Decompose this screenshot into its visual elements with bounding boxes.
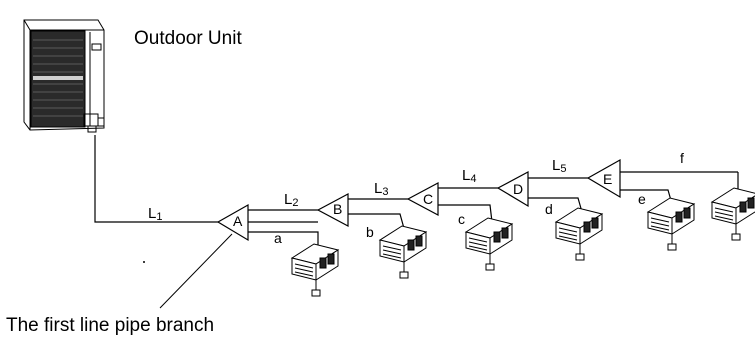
segment-label-L2: L2 [284,191,298,209]
branch-joint-A: A [216,203,249,242]
pipe-label-b: b [366,224,374,240]
pipe-label-a: a [274,230,282,246]
joint-label-B: B [333,201,342,217]
branch-joint-C: C [406,182,439,216]
pipe-label-c: c [458,211,465,227]
indoor-unit-a [291,243,339,297]
segment-label-L4: L4 [462,167,476,185]
segment-label-L3: L3 [374,180,388,198]
pipe-d [528,197,583,213]
pipe-a [248,231,319,250]
segment-label-L1: L1 [148,205,162,223]
branch-joint-E: E [586,158,621,199]
branch-joint-B: B [316,193,349,227]
pipe-c [438,204,493,223]
indoor-unit-d [555,207,603,261]
main-pipe [94,135,739,223]
outdoor-unit-label: Outdoor Unit [134,28,242,49]
pipe-label-d: d [545,201,553,217]
joint-label-E: E [603,171,612,187]
stray-dot [143,261,145,263]
branch-joint-D: D [496,171,529,208]
indoor-unit-f [711,187,755,241]
pipe-label-e: e [638,191,646,207]
pipe-L1 [94,135,218,223]
caption-text: The first line pipe branch [6,315,214,336]
joint-label-D: D [513,181,523,197]
caption-leader-line [159,233,233,309]
pipe-label-f: f [680,150,684,166]
indoor-unit-e [647,197,695,251]
indoor-unit-c [465,217,513,271]
indoor-unit-b [379,225,427,279]
joint-label-C: C [423,191,433,207]
segment-label-L5: L5 [552,157,566,175]
outdoor-unit [23,19,105,133]
joint-label-A: A [233,213,243,229]
